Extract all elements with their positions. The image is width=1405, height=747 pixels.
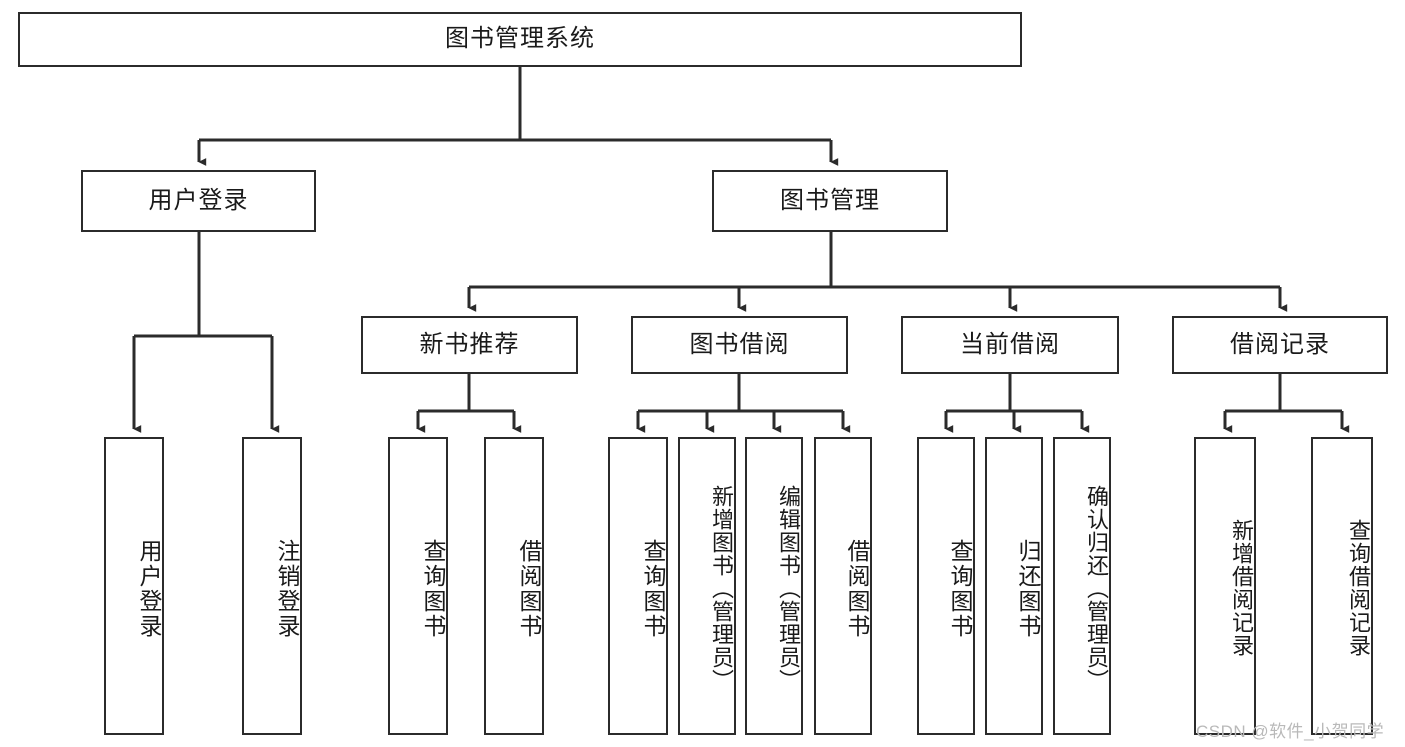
watermark-label: CSDN @软件_小贺同学 (1196, 722, 1385, 741)
node-new-book-recommend[interactable]: 新书推荐 (361, 316, 578, 374)
leaf-add-borrow-record[interactable]: 新增借阅记录 (1194, 437, 1256, 735)
leaf-return-book[interactable]: 归还图书 (985, 437, 1043, 735)
node-borrow-record[interactable]: 借阅记录 (1172, 316, 1388, 374)
leaf-borrow-book-newbook[interactable]: 借阅图书 (484, 437, 544, 735)
leaf-add-book-admin[interactable]: 新增图书（管理员） (678, 437, 736, 735)
leaf-edit-book-admin[interactable]: 编辑图书（管理员） (745, 437, 803, 735)
node-current-borrow[interactable]: 当前借阅 (901, 316, 1119, 374)
leaf-query-borrow-record[interactable]: 查询借阅记录 (1311, 437, 1373, 735)
leaf-user-login[interactable]: 用户登录 (104, 437, 164, 735)
leaf-query-book-borrow[interactable]: 查询图书 (608, 437, 668, 735)
node-book-management[interactable]: 图书管理 (712, 170, 948, 232)
node-root-system[interactable]: 图书管理系统 (18, 12, 1022, 67)
leaf-confirm-return-admin[interactable]: 确认归还（管理员） (1053, 437, 1111, 735)
leaf-borrow-book[interactable]: 借阅图书 (814, 437, 872, 735)
leaf-query-book-newbook[interactable]: 查询图书 (388, 437, 448, 735)
leaf-query-book-current[interactable]: 查询图书 (917, 437, 975, 735)
node-book-borrow[interactable]: 图书借阅 (631, 316, 848, 374)
leaf-logout[interactable]: 注销登录 (242, 437, 302, 735)
node-user-login[interactable]: 用户登录 (81, 170, 316, 232)
